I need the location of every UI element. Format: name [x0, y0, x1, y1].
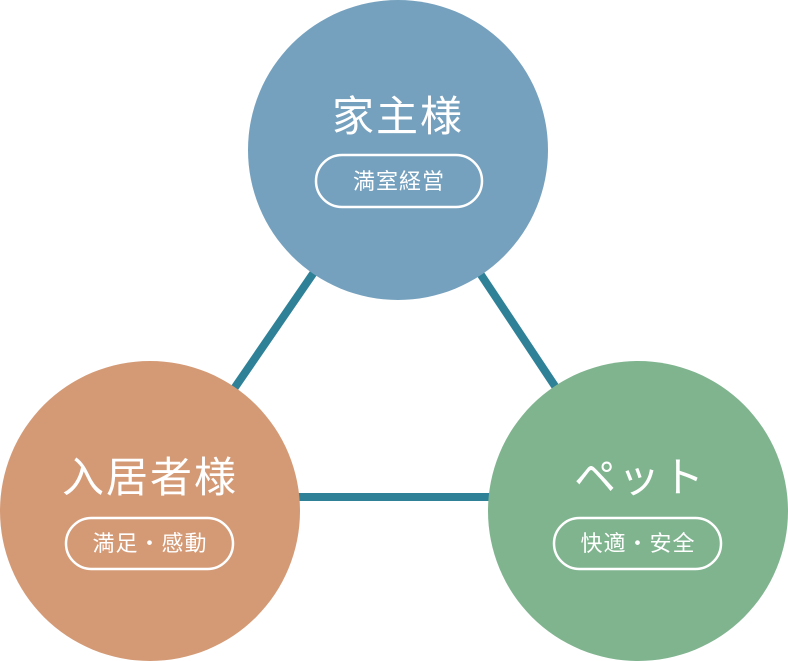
- node-owner: 家主様 満室経営: [248, 0, 548, 300]
- node-pet-badge: [552, 516, 723, 571]
- node-owner-badge: [314, 153, 484, 209]
- node-resident: 入居者様 満足・感動: [0, 361, 300, 661]
- node-pet-title: ペット: [574, 453, 706, 502]
- node-resident-circle: [0, 361, 300, 661]
- node-owner-title: 家主様: [332, 92, 464, 141]
- node-owner-circle: [248, 0, 548, 300]
- node-pet-circle: [488, 361, 788, 661]
- node-pet: ペット 快適・安全: [488, 361, 788, 661]
- node-owner-subtitle: 満室経営: [353, 170, 445, 195]
- node-resident-subtitle: 満足・感動: [92, 532, 207, 557]
- node-resident-badge: [64, 516, 235, 571]
- node-resident-title: 入居者様: [62, 453, 238, 502]
- node-pet-subtitle: 快適・安全: [580, 532, 695, 557]
